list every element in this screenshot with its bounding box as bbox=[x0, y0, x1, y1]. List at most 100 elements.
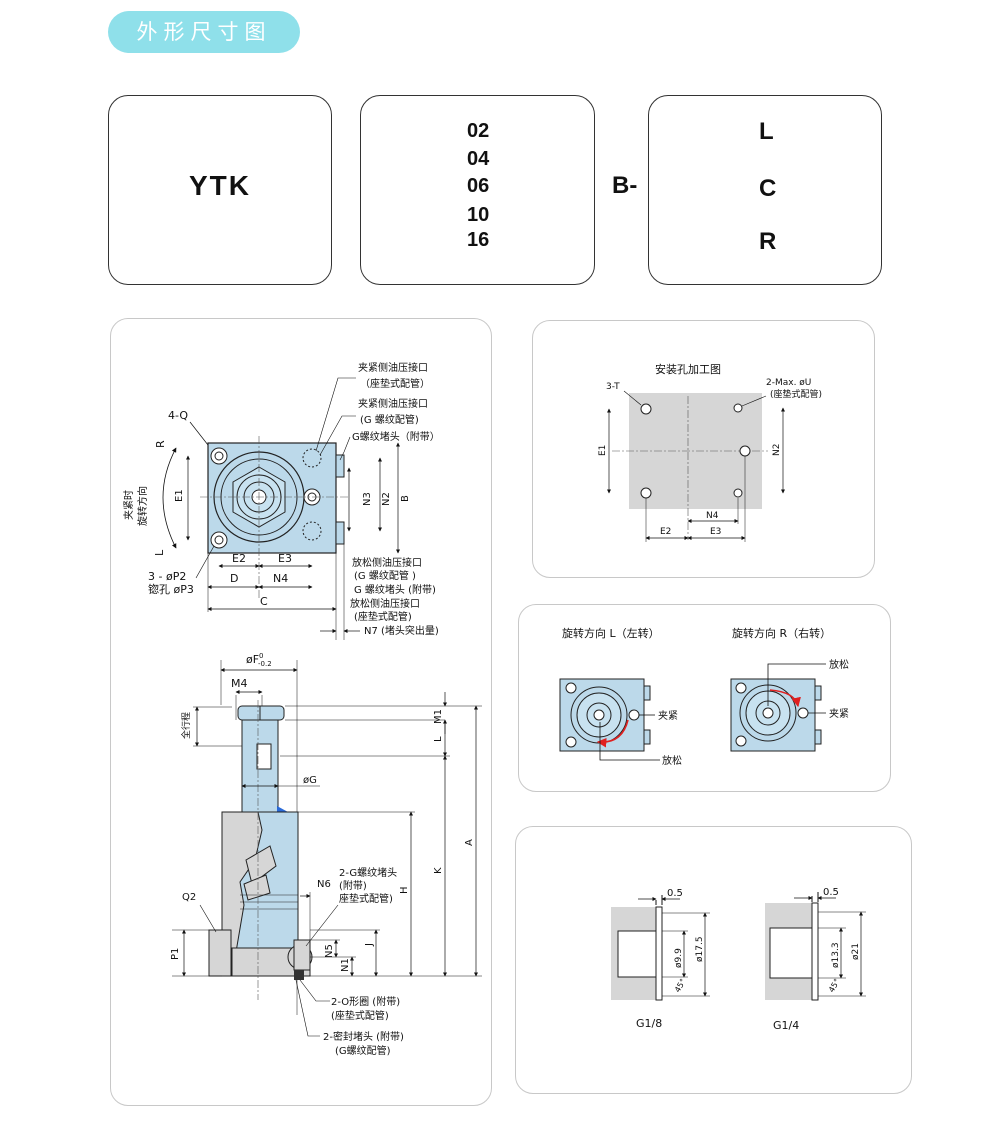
size-code-box: 02 04 06 10 16 bbox=[360, 95, 595, 285]
g14-width: 0.5 bbox=[823, 887, 839, 898]
g14-label: G1/4 bbox=[773, 1019, 799, 1032]
mount-t-label: 3-T bbox=[606, 382, 620, 392]
dim-m1: M1 bbox=[433, 709, 444, 724]
g18-angle: 45° bbox=[673, 977, 688, 994]
p2-label: 3 - øP2 bbox=[148, 570, 186, 583]
plug-callout-1: 2-G螺纹堵头 bbox=[339, 866, 397, 879]
release-callout-4: 放松侧油压接口 bbox=[350, 597, 420, 610]
mount-n2: N2 bbox=[772, 444, 782, 456]
mount-n4: N4 bbox=[706, 511, 719, 521]
mounting-title: 安装孔加工图 bbox=[655, 362, 721, 376]
dim-n2: N2 bbox=[381, 492, 392, 506]
port-details: 0.5 ø9.9 ø17.5 45° G1/8 0.5 ø13.3 ø21 45… bbox=[611, 887, 866, 1032]
direction-code-r: R bbox=[759, 228, 777, 255]
g18-d1: ø9.9 bbox=[674, 948, 684, 968]
size-code-5: 16 bbox=[467, 229, 490, 251]
g14-d2: ø21 bbox=[851, 943, 861, 960]
plug-callout-2: (附带) bbox=[339, 879, 367, 892]
dim-f: øF bbox=[246, 653, 259, 666]
dim-h: H bbox=[399, 886, 410, 894]
dim-f-tol-upper: 0 bbox=[259, 652, 263, 660]
callout-3: 夹紧侧油压接口 bbox=[358, 397, 428, 410]
g14-d1: ø13.3 bbox=[831, 942, 841, 968]
release-callout-2: (G 螺纹配管 ) bbox=[354, 569, 416, 582]
dim-stroke: 全行程 bbox=[180, 712, 192, 739]
dim-c: C bbox=[260, 595, 268, 608]
dim-e1: E1 bbox=[174, 489, 185, 502]
size-code-4: 10 bbox=[467, 204, 490, 226]
mount-u-label: 2-Max. øU bbox=[766, 378, 811, 388]
seal-plug bbox=[294, 970, 304, 980]
seal-callout-2: (G螺纹配管) bbox=[335, 1044, 391, 1057]
section-title: 外形尺寸图 bbox=[108, 11, 300, 53]
callout-5: G螺纹堵头（附带） bbox=[352, 430, 440, 443]
direction-code-box: L C R bbox=[648, 95, 882, 285]
dim-n4: N4 bbox=[273, 572, 288, 585]
code-separator: B- bbox=[612, 172, 638, 199]
rotation-l-label: L bbox=[153, 549, 166, 556]
rotation-left-clamp: 夹紧 bbox=[658, 709, 678, 722]
mount-e3: E3 bbox=[710, 527, 721, 537]
rotation-diagrams: 旋转方向 L（左转） 旋转方向 R（右转） 夹紧 放松 夹紧 放松 bbox=[559, 626, 849, 767]
dim-g: øG bbox=[303, 775, 317, 786]
rotation-right-title: 旋转方向 R（右转） bbox=[732, 626, 831, 640]
mounting-panel bbox=[532, 320, 875, 578]
dim-n3: N3 bbox=[362, 492, 373, 506]
plug-callout-3: 座垫式配管) bbox=[339, 892, 393, 905]
g14-angle: 45° bbox=[827, 977, 842, 994]
callout-1: 夹紧侧油压接口 bbox=[358, 361, 428, 374]
g18-d2: ø17.5 bbox=[695, 936, 705, 962]
side-view: øF 0 -0.2 M4 全行程 P1 bbox=[170, 652, 482, 1057]
rotation-text-2: 旋转方向 bbox=[136, 486, 149, 526]
callout-4: (G 螺纹配管) bbox=[360, 413, 419, 426]
rotation-left-release: 放松 bbox=[662, 754, 682, 767]
dim-e2: E2 bbox=[232, 552, 246, 565]
dim-q2: Q2 bbox=[182, 892, 196, 903]
flange bbox=[208, 929, 232, 977]
ports-panel bbox=[515, 826, 912, 1094]
release-callout-3: G 螺纹堵头 (附带) bbox=[354, 583, 436, 596]
clamp-nut bbox=[237, 705, 285, 721]
mount-e2: E2 bbox=[660, 527, 671, 537]
rotation-left-title: 旋转方向 L（左转） bbox=[562, 626, 660, 640]
rotation-right-clamp: 夹紧 bbox=[829, 707, 849, 720]
release-callout-5: (座垫式配管) bbox=[354, 610, 412, 623]
dim-d: D bbox=[230, 572, 238, 585]
size-code-3: 06 bbox=[467, 175, 490, 197]
size-code-2: 04 bbox=[467, 148, 490, 170]
dim-b: B bbox=[400, 495, 411, 502]
dim-n5: N5 bbox=[324, 944, 335, 958]
dim-f-tol-lower: -0.2 bbox=[258, 660, 272, 668]
direction-code-l: L bbox=[759, 118, 774, 145]
rotation-right-release: 放松 bbox=[829, 658, 849, 671]
top-view: 4-Q R L 夹紧时 旋转方向 E1 N3 N2 B E2 E3 D N4 C… bbox=[122, 361, 440, 640]
p3-label: 锪孔 øP3 bbox=[148, 583, 194, 596]
q-label: 4-Q bbox=[168, 409, 188, 422]
g-plug bbox=[293, 939, 311, 971]
dim-l: L bbox=[433, 736, 444, 742]
g18-label: G1/8 bbox=[636, 1017, 662, 1030]
callout-2: （座垫式配管） bbox=[360, 377, 430, 390]
dim-e3: E3 bbox=[278, 552, 292, 565]
series-code: YTK bbox=[189, 170, 251, 201]
dim-k: K bbox=[433, 867, 444, 874]
rotation-text-1: 夹紧时 bbox=[122, 490, 135, 520]
n7-label: N7 (堵头突出量) bbox=[364, 624, 439, 637]
mount-u-sub: (座垫式配管) bbox=[770, 388, 822, 400]
dim-p1: P1 bbox=[170, 948, 181, 960]
rotation-r-label: R bbox=[154, 440, 167, 448]
mount-e1: E1 bbox=[598, 445, 608, 456]
g18-width: 0.5 bbox=[667, 888, 683, 899]
oring-callout-2: (座垫式配管) bbox=[331, 1009, 389, 1022]
series-code-box: YTK bbox=[108, 95, 332, 285]
mounting-diagram: 安装孔加工图 3-T 2-Max. øU (座垫式配管) E1 N2 N4 E2… bbox=[598, 362, 822, 542]
dim-n1: N1 bbox=[340, 958, 351, 972]
release-callout-1: 放松侧油压接口 bbox=[352, 556, 422, 569]
seal-callout-1: 2-密封堵头 (附带) bbox=[323, 1030, 404, 1043]
direction-code-c: C bbox=[759, 175, 777, 202]
size-code-1: 02 bbox=[467, 120, 490, 142]
oring-callout-1: 2-O形圈 (附带) bbox=[331, 995, 400, 1008]
dim-m4: M4 bbox=[231, 677, 248, 690]
dim-n6: N6 bbox=[317, 879, 331, 890]
dim-j: J bbox=[364, 943, 375, 947]
